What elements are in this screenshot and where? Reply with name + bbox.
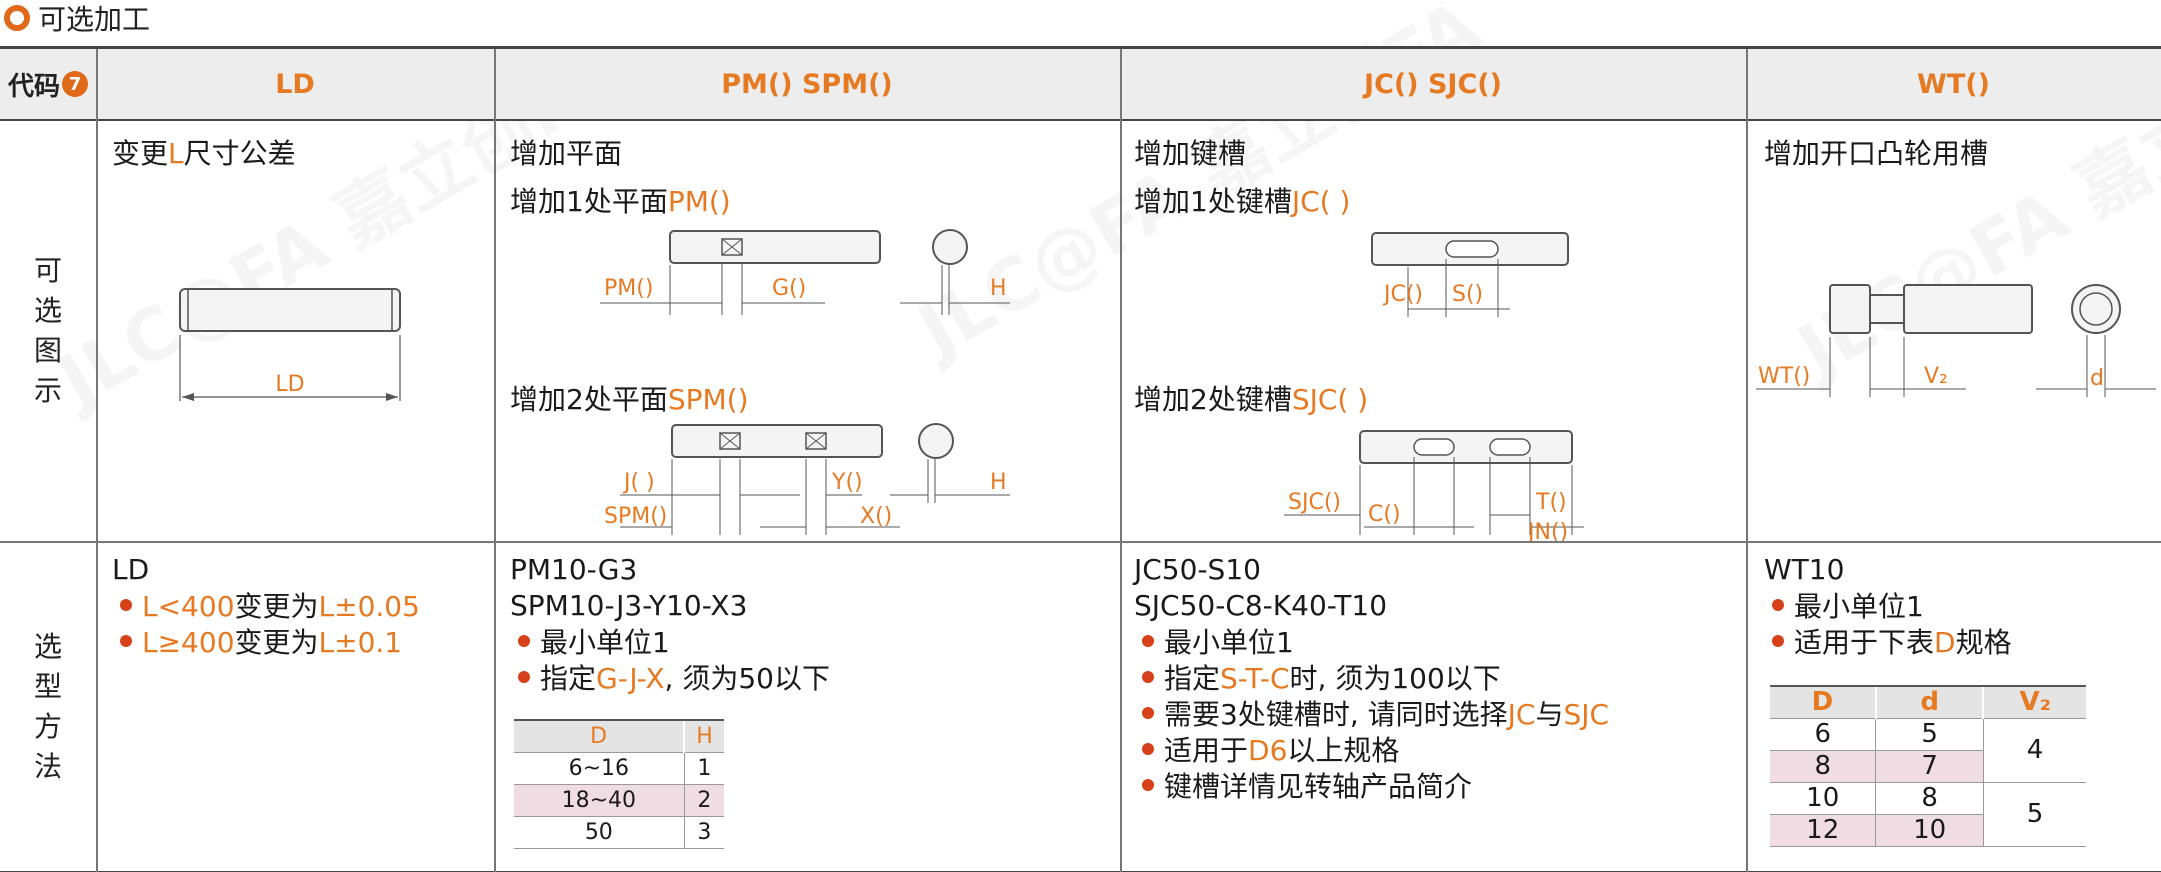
divider <box>0 541 2161 543</box>
ld-code: LD <box>112 553 150 586</box>
ld-shaft-diagram: LD <box>179 288 401 401</box>
pm-title: 增加平面 <box>510 137 623 170</box>
pm-bullet: 指定G-J-X, 须为50以下 <box>518 661 830 696</box>
jc-diagram: JC() S() <box>1371 232 1569 317</box>
jc-bullet: 适用于D6以上规格 <box>1142 733 1399 768</box>
g-label: G() <box>772 276 806 301</box>
pm-code1: PM10-G3 <box>510 553 638 586</box>
pm-diagram: PM() G() H <box>600 229 1010 315</box>
jc-sub1: 增加1处键槽JC( ) <box>1134 185 1351 218</box>
spm-label: SPM() <box>604 504 667 529</box>
circle-icon <box>4 5 30 31</box>
spm-diagram: J( ) Y() H SPM() X() <box>604 423 1010 535</box>
row-label-method: 选型方法 <box>33 630 62 783</box>
divider <box>1120 49 1122 872</box>
s-label: S() <box>1452 282 1483 307</box>
divider <box>0 119 2161 121</box>
code-number-badge: 7 <box>62 71 88 97</box>
pm-bullet: 最小单位1 <box>518 625 670 660</box>
col-header-pm: PM() SPM() <box>721 68 893 100</box>
jc-bullet: 指定S-T-C时, 须为100以下 <box>1142 661 1501 696</box>
jc-label: JC() <box>1382 282 1423 307</box>
divider <box>494 49 496 872</box>
header-row <box>0 49 2161 119</box>
wt-bullet: 适用于下表D规格 <box>1772 625 2012 660</box>
wt-diagram: WT() V₂ d <box>1756 284 2156 397</box>
col-header-jc: JC() SJC() <box>1364 68 1502 100</box>
pm-sub2: 增加2处平面SPM() <box>510 383 749 416</box>
jc-bullet: 最小单位1 <box>1142 625 1294 660</box>
j-label: J( ) <box>622 470 655 495</box>
jc-code2: SJC50-C8-K40-T10 <box>1134 589 1388 622</box>
ld-dim-label: LD <box>275 372 304 397</box>
wt-code: WT10 <box>1764 553 1845 586</box>
wt-bullet: 最小单位1 <box>1772 589 1924 624</box>
col-header-ld: LD <box>275 68 315 100</box>
jc-code1: JC50-S10 <box>1134 553 1261 586</box>
h-label: H <box>990 276 1007 301</box>
v2-label: V₂ <box>1924 364 1948 389</box>
x-label: X() <box>860 504 892 529</box>
wt-label: WT() <box>1758 364 1810 389</box>
jn-label: JN() <box>1526 520 1568 541</box>
jc-bullet: 键槽详情见转轴产品简介 <box>1142 769 1472 804</box>
t-label: T() <box>1535 490 1567 515</box>
ld-bullet: L≥400变更为L±0.1 <box>120 625 402 660</box>
pm-label: PM() <box>604 276 653 301</box>
jc-bullet: 需要3处键槽时, 请同时选择JC与SJC <box>1142 697 1609 732</box>
h-label: H <box>990 470 1007 495</box>
wt-title: 增加开口凸轮用槽 <box>1764 137 1989 170</box>
c-label: C() <box>1368 502 1401 527</box>
col-header-wt: WT() <box>1917 68 1990 100</box>
jc-sub2: 增加2处键槽SJC( ) <box>1134 383 1369 416</box>
sjc-label: SJC() <box>1288 490 1341 515</box>
ld-bullet: L<400变更为L±0.05 <box>120 589 420 624</box>
pm-code2: SPM10-J3-Y10-X3 <box>510 589 748 622</box>
y-label: Y() <box>831 470 863 495</box>
ld-title: 变更L尺寸公差 <box>112 137 296 170</box>
divider <box>1746 49 1748 872</box>
jc-title: 增加键槽 <box>1134 137 1247 170</box>
row-label-diagram: 可选图示 <box>33 254 62 407</box>
d-label: d <box>2090 366 2104 391</box>
pm-sub1: 增加1处平面PM() <box>510 185 731 218</box>
section-title: 可选加工 <box>0 0 150 36</box>
sjc-diagram: SJC() T() C() JN() <box>1284 430 1584 541</box>
divider <box>96 49 98 872</box>
